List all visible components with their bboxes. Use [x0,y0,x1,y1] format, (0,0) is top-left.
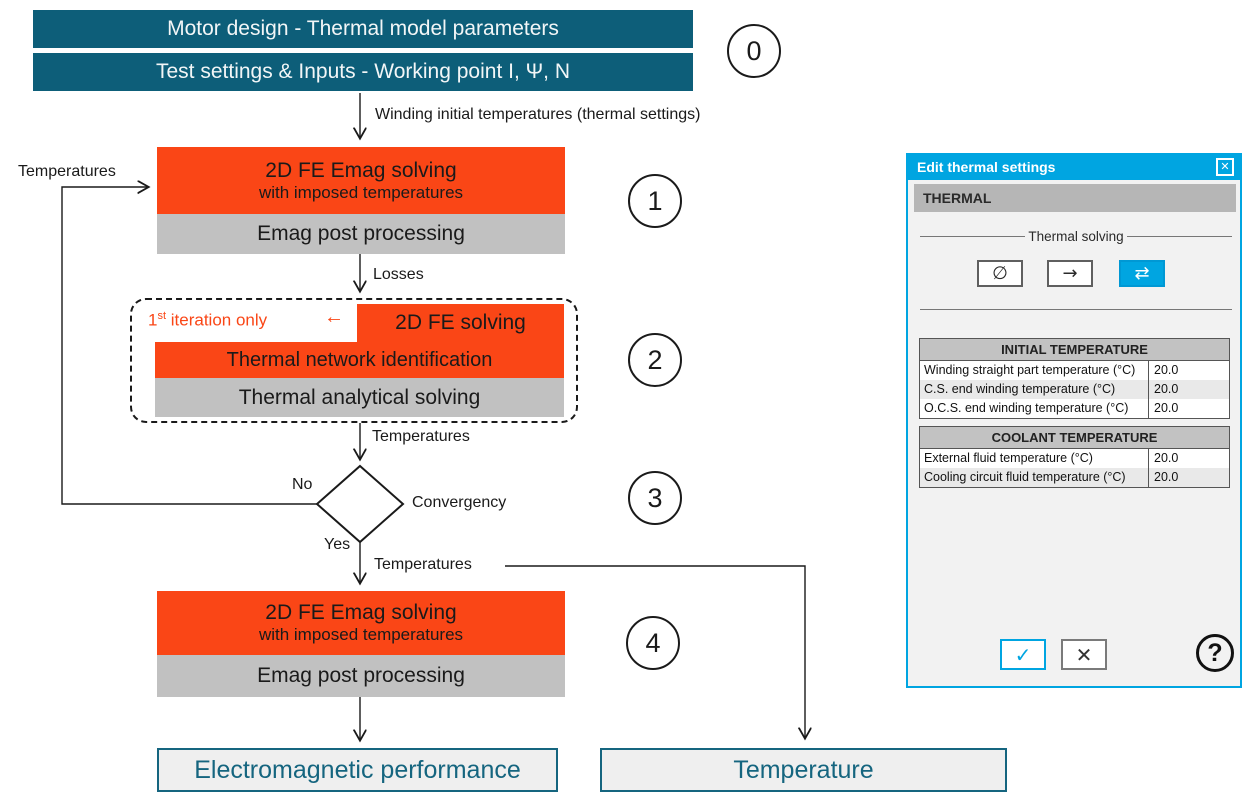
yes-branch-label: Yes [324,536,351,553]
initial-temps-edge-label: Winding initial temperatures (thermal se… [375,106,701,123]
test-settings-box: Test settings & Inputs - Working point I… [33,53,693,91]
one-directional-solving-button[interactable]: → [1047,260,1093,287]
dialog-title: Edit thermal settings [917,159,1056,175]
temperatures-mid-label: Temperatures [372,428,470,445]
fe-emag-solving-box-4: 2D FE Emag solving with imposed temperat… [157,591,565,655]
convergency-label: Convergency [412,494,507,511]
question-mark-icon: ? [1207,638,1223,667]
no-branch-label: No [292,476,313,493]
fe-solving-box: 2D FE solving [357,304,564,342]
param-label: O.C.S. end winding temperature (°C) [924,401,1129,415]
temperature-output-box: Temperature [600,748,1007,792]
no-thermal-solving-button[interactable]: ∅ [977,260,1023,287]
one-directional-icon: → [1062,263,1078,284]
step-badge-3: 3 [628,471,682,525]
table-row: C.S. end winding temperature (°C) 20.0 [920,380,1229,399]
thermal-analytical-box: Thermal analytical solving [155,378,564,417]
help-button[interactable]: ? [1196,634,1234,672]
emag-post-processing-box-4: Emag post processing [157,655,565,697]
ok-button[interactable]: ✓ [1000,639,1046,670]
param-value-field[interactable]: 20.0 [1148,399,1229,418]
param-value-field[interactable]: 20.0 [1148,449,1229,468]
thermal-solving-group: Thermal solving [920,229,1233,244]
step-badge-1: 1 [628,174,682,228]
table-row: Cooling circuit fluid temperature (°C) 2… [920,468,1229,487]
section-separator [920,309,1232,310]
no-solving-icon: ∅ [992,263,1008,284]
table-row: Winding straight part temperature (°C) 2… [920,361,1229,380]
table-row: External fluid temperature (°C) 20.0 [920,449,1229,468]
initial-temperature-header: INITIAL TEMPERATURE [920,339,1229,361]
thermal-network-box: Thermal network identification [155,342,564,378]
close-icon[interactable]: ✕ [1216,158,1234,176]
table-row: O.C.S. end winding temperature (°C) 20.0 [920,399,1229,418]
fe-emag4-line1: 2D FE Emag solving [265,601,457,624]
motor-design-box: Motor design - Thermal model parameters [33,10,693,48]
check-icon: ✓ [1014,642,1032,667]
edit-thermal-settings-dialog: Edit thermal settings ✕ THERMAL Thermal … [906,153,1242,688]
motor-design-label: Motor design - Thermal model parameters [167,17,559,40]
convergency-diamond [315,464,405,544]
emag-post-processing-box-1: Emag post processing [157,214,565,254]
fe-emag-line1: 2D FE Emag solving [265,158,457,182]
bi-directional-icon: ⇄ [1134,263,1150,284]
initial-temperature-table: INITIAL TEMPERATURE Winding straight par… [919,338,1230,419]
bi-directional-solving-button[interactable]: ⇄ [1119,260,1165,287]
first-iteration-arrow-icon: ← [324,306,344,328]
thermal-solving-label: Thermal solving [1028,229,1124,244]
coolant-temperature-table: COOLANT TEMPERATURE External fluid tempe… [919,426,1230,488]
first-iteration-note: 1st iteration only [148,310,268,330]
test-settings-label: Test settings & Inputs - Working point I… [156,60,570,83]
fe-emag-solving-box-1: 2D FE Emag solving with imposed temperat… [157,147,565,214]
param-value-field[interactable]: 20.0 [1148,468,1229,487]
temperatures-feedback-label: Temperatures [18,163,116,180]
param-label: Winding straight part temperature (°C) [924,363,1136,377]
group-rule-left [920,236,1026,237]
fe-emag4-line2: with imposed temperatures [258,625,464,644]
param-label: Cooling circuit fluid temperature (°C) [924,470,1126,484]
param-value-field[interactable]: 20.0 [1148,380,1229,399]
coolant-temperature-header: COOLANT TEMPERATURE [920,427,1229,449]
fe-emag-line2: with imposed temperatures [258,182,464,202]
step-badge-0: 0 [727,24,781,78]
dialog-title-bar[interactable]: Edit thermal settings ✕ [907,154,1241,180]
group-rule-right [1126,236,1233,237]
param-label: C.S. end winding temperature (°C) [924,382,1116,396]
cross-icon: ✕ [1075,642,1093,667]
em-performance-output-box: Electromagnetic performance [157,748,558,792]
temperatures-out-label: Temperatures [374,556,472,573]
cancel-button[interactable]: ✕ [1061,639,1107,670]
losses-edge-label: Losses [373,266,424,283]
param-value-field[interactable]: 20.0 [1148,361,1229,380]
thermal-section-header: THERMAL [914,184,1236,212]
step-badge-2: 2 [628,333,682,387]
param-label: External fluid temperature (°C) [924,451,1093,465]
step-badge-4: 4 [626,616,680,670]
